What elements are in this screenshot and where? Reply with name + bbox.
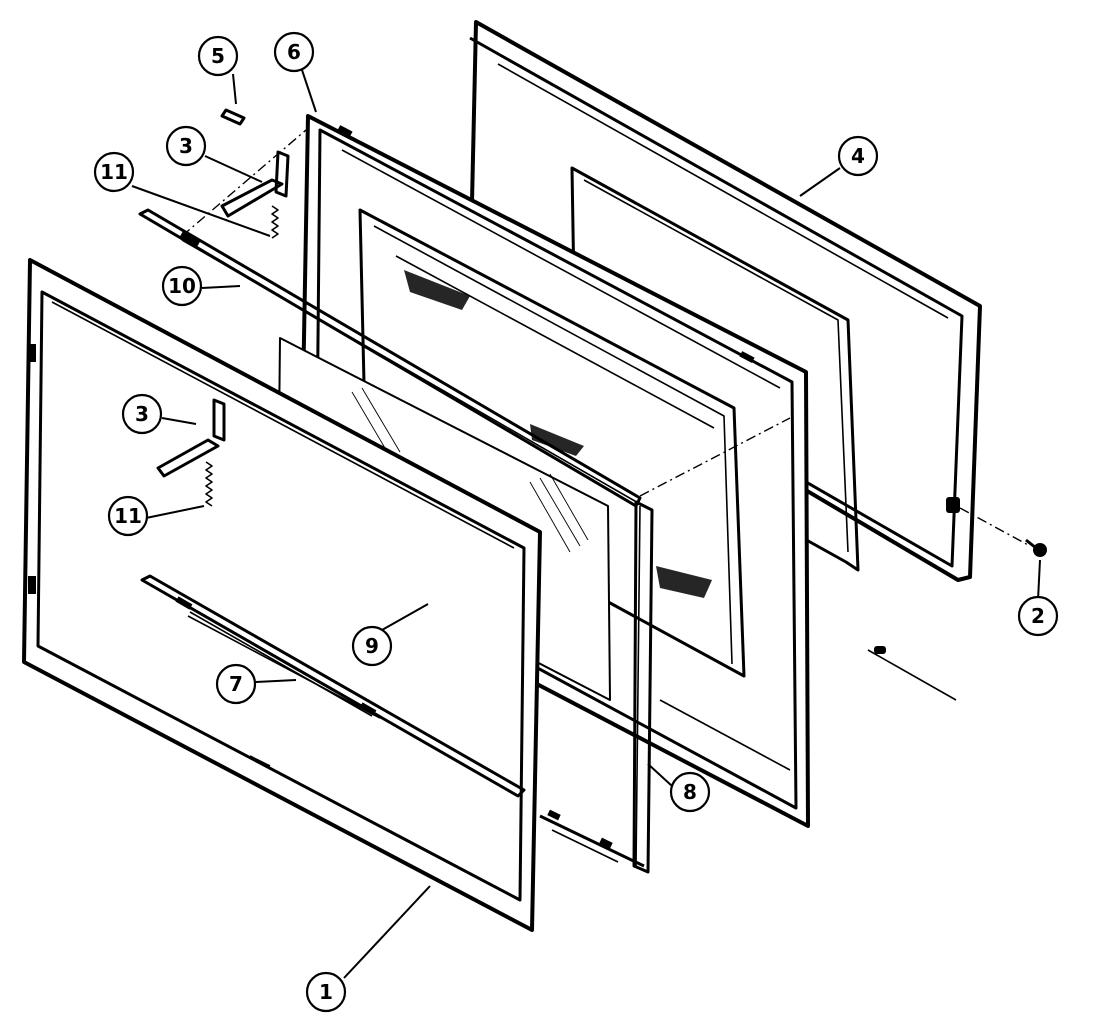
callout-11-upper-label: 11 — [100, 160, 128, 184]
callout-9: 9 — [351, 625, 393, 667]
callout-1: 1 — [305, 971, 347, 1013]
callout-1-label: 1 — [319, 980, 333, 1004]
callout-8: 8 — [669, 771, 711, 813]
callout-3-upper: 3 — [165, 125, 207, 167]
part-7-channel — [140, 574, 526, 798]
callout-10-label: 10 — [168, 274, 196, 298]
callout-3-lower: 3 — [121, 393, 163, 435]
callout-6-label: 6 — [287, 40, 301, 64]
alignment-lines — [181, 129, 1031, 547]
callout-5-label: 5 — [211, 44, 225, 68]
callout-9-label: 9 — [365, 634, 379, 658]
part-10-channel — [138, 208, 642, 508]
callout-7: 7 — [215, 663, 257, 705]
part-6-door-frame — [298, 114, 810, 828]
callout-2-label: 2 — [1031, 604, 1045, 628]
callout-10: 10 — [161, 265, 203, 307]
callout-2: 2 — [1017, 595, 1059, 637]
callout-3-lower-label: 3 — [135, 402, 149, 426]
part-3-hinge-upper — [220, 150, 290, 218]
callout-3-upper-label: 3 — [179, 134, 193, 158]
callout-5: 5 — [197, 35, 239, 77]
part-4-rear-panel — [461, 20, 982, 701]
leader-lines — [131, 69, 1041, 979]
callout-11-lower: 11 — [107, 495, 149, 537]
callout-6: 6 — [273, 31, 315, 73]
part-3-hinge-lower — [156, 398, 226, 478]
part-5-clip — [220, 108, 246, 126]
part-11-spring-lower — [205, 461, 213, 507]
callout-4-label: 4 — [851, 144, 865, 168]
callout-4: 4 — [837, 135, 879, 177]
callout-7-label: 7 — [229, 672, 243, 696]
part-8-inner-panel — [539, 500, 654, 874]
callout-8-label: 8 — [683, 780, 697, 804]
callout-11-upper: 11 — [93, 151, 135, 193]
part-2-screw — [1025, 538, 1047, 557]
part-11-spring-upper — [271, 205, 279, 239]
callout-11-lower-label: 11 — [114, 504, 142, 528]
